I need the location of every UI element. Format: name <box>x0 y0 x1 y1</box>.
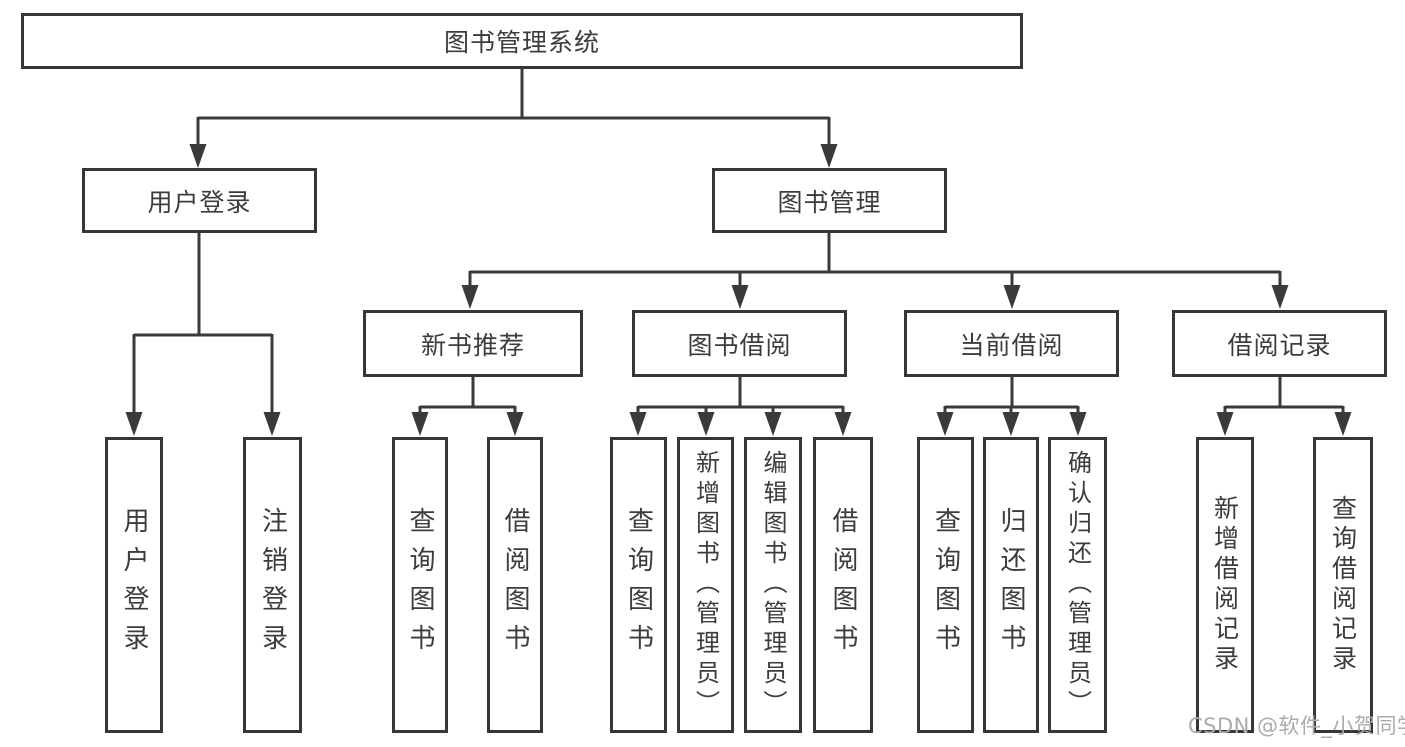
leaf-label: 借阅图书 <box>828 507 858 663</box>
leaf-label: 归还图书 <box>996 507 1026 663</box>
node-label: 新书推荐 <box>420 330 525 360</box>
leaf-borrow-books-borrowing: 借阅图书 <box>813 437 873 733</box>
leaf-label: 查询图书 <box>930 507 961 663</box>
node-user-login: 用户登录 <box>82 168 317 233</box>
node-current-borrowing: 当前借阅 <box>904 310 1119 377</box>
leaf-query-borrow-record: 查询借阅记录 <box>1313 437 1373 733</box>
leaf-add-books-admin: 新增图书（管理员） <box>677 437 734 733</box>
leaf-label: 注销登录 <box>257 507 288 663</box>
node-book-borrowing: 图书借阅 <box>632 310 847 377</box>
leaf-label: 新增图书（管理员） <box>691 450 720 720</box>
node-label: 图书管理系统 <box>443 28 600 57</box>
csdn-watermark: CSDN @软件_小贺同学 <box>1188 714 1405 738</box>
leaf-query-books-current: 查询图书 <box>917 437 974 733</box>
leaf-query-books-borrowing: 查询图书 <box>610 437 667 733</box>
node-root-library-system: 图书管理系统 <box>21 13 1023 69</box>
leaf-label: 查询图书 <box>405 507 435 663</box>
leaf-confirm-return-admin: 确认归还（管理员） <box>1048 437 1107 733</box>
node-label: 当前借阅 <box>959 330 1064 360</box>
leaf-user-login: 用户登录 <box>105 437 163 733</box>
node-label: 借阅记录 <box>1227 330 1332 360</box>
leaf-query-books-recommend: 查询图书 <box>392 437 448 733</box>
node-label: 用户登录 <box>147 187 252 217</box>
leaf-edit-books-admin: 编辑图书（管理员） <box>744 437 802 733</box>
leaf-label: 查询图书 <box>623 507 654 663</box>
leaf-label: 借阅图书 <box>500 507 530 663</box>
leaf-label: 确认归还（管理员） <box>1063 450 1092 720</box>
leaf-label: 查询借阅记录 <box>1328 495 1358 675</box>
node-new-book-recommendation: 新书推荐 <box>363 310 583 377</box>
node-label: 图书借阅 <box>687 330 792 360</box>
leaf-return-books: 归还图书 <box>983 437 1039 733</box>
leaf-label: 用户登录 <box>119 507 149 663</box>
node-label: 图书管理 <box>777 187 882 217</box>
leaf-add-borrow-record: 新增借阅记录 <box>1196 437 1254 733</box>
leaf-borrow-books-recommend: 借阅图书 <box>487 437 543 733</box>
node-book-management: 图书管理 <box>712 168 947 233</box>
node-borrowing-records: 借阅记录 <box>1172 310 1387 377</box>
leaf-logout-login: 注销登录 <box>243 437 302 733</box>
leaf-label: 新增借阅记录 <box>1210 495 1240 675</box>
leaf-label: 编辑图书（管理员） <box>759 450 787 720</box>
